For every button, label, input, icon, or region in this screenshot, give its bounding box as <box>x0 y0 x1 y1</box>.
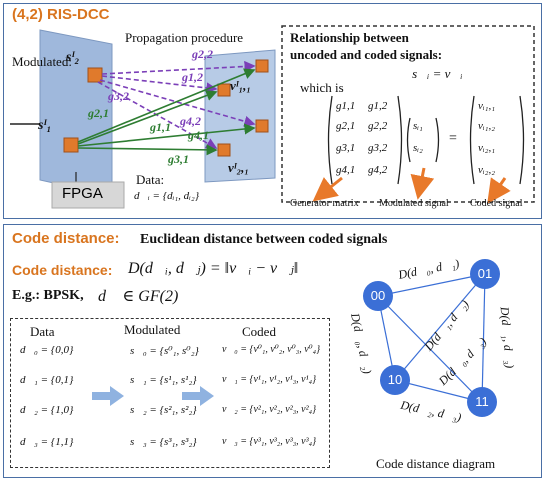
matrix-g-22: g2,2 <box>368 120 388 132</box>
v11-label: vᴵ₁,₁ <box>230 78 251 93</box>
caption-coded: Coded signal <box>470 198 523 209</box>
data-value: d⃗ᵢ = {dᵢ₁, dᵢ₂} <box>134 190 200 202</box>
caption-modulated: Modulated signal <box>379 198 449 209</box>
relation-title-1: Relationship between <box>290 30 409 45</box>
arrow-data-to-modulated <box>92 386 124 406</box>
node-10-label: 10 <box>387 372 403 387</box>
matrix-g-11: g1,1 <box>336 100 356 112</box>
row-3-coded: v⃗₃ = {v³₁, v³₂, v³₃, v³₄} <box>222 436 317 447</box>
fpga-label: FPGA <box>62 185 103 202</box>
gain-g42: g4,2 <box>180 114 201 128</box>
matrix-g-41: g4,1 <box>336 164 356 176</box>
edge-00-11 <box>377 295 483 403</box>
node-01 <box>470 259 500 289</box>
data-label: Data: <box>136 172 165 187</box>
row-3-data: d⃗₃ = {1,1} <box>20 436 74 448</box>
col-data: Data <box>30 324 55 339</box>
row-2-coded: v⃗₂ = {v²₁, v²₂, v²₃, v²₄} <box>222 404 317 415</box>
bottom-panel <box>3 224 542 478</box>
edge-00-01 <box>377 273 486 297</box>
diagram-caption: Code distance diagram <box>376 456 496 471</box>
cd-label: Code distance: <box>12 262 113 278</box>
eg-formula: d⃗ ∈ GF(2) <box>98 288 179 305</box>
gain-g31: g3,1 <box>168 152 189 166</box>
code-distance-subtitle: Euclidean distance between coded signals <box>140 232 388 247</box>
gain-g22: g2,2 <box>192 47 213 61</box>
gain-g32: g3,2 <box>108 89 129 103</box>
gain-g21: g2,1 <box>88 106 109 120</box>
relation-equation: 𝔾s⃗ᵢ = v⃗ᵢ <box>402 66 463 81</box>
top-title: (4,2) RIS-DCC <box>12 6 110 23</box>
arrow-modulated-to-coded <box>182 386 214 406</box>
node-00-label: 00 <box>370 288 386 303</box>
element-s1 <box>63 137 79 153</box>
row-0-data: d⃗₀ = {0,0} <box>20 344 74 356</box>
row-2-data: d⃗₂ = {1,0} <box>20 404 74 416</box>
node-01-label: 01 <box>477 266 493 281</box>
s1-label: sᴵ₁ <box>38 118 52 133</box>
propagation-label: Propagation procedure <box>125 30 244 45</box>
eg-label: E.g.: BPSK, <box>12 288 84 303</box>
edge-01-11 <box>481 273 486 403</box>
equals-sign: = <box>449 131 457 146</box>
node-11 <box>467 387 497 417</box>
s2-label: sᴵ₂ <box>66 50 80 65</box>
cd-formula: D(d⃗ᵢ, d⃗ⱼ) = ‖v⃗ᵢ − v⃗ⱼ‖ <box>128 260 299 277</box>
caption-generator: Generator matrix <box>290 198 359 209</box>
matrix-g-32: g3,2 <box>368 142 388 154</box>
matrix-v-11: vᵢ₁,₁ <box>478 100 496 112</box>
edge-01-10 <box>394 273 486 381</box>
fpga-box <box>51 181 125 209</box>
element-s2 <box>87 67 103 83</box>
matrix-g-42: g4,2 <box>368 164 388 176</box>
gain-g11: g1,1 <box>150 120 171 134</box>
node-11-label: 11 <box>475 394 489 409</box>
row-1-data: d⃗₁ = {0,1} <box>20 374 74 386</box>
matrix-s-2: sᵢ₂ <box>413 142 423 154</box>
relation-box <box>281 25 535 203</box>
mapping-box <box>10 318 330 468</box>
row-1-mod: s⃗₁ = {s¹₁, s¹₂} <box>130 374 197 386</box>
matrix-s-1: sᵢ₁ <box>413 120 423 132</box>
gain-g12: g1,2 <box>182 70 203 84</box>
col-modulated: Modulated <box>124 322 181 337</box>
row-0-coded: v⃗₀ = {v⁰₁, v⁰₂, v⁰₃, v⁰₄} <box>222 344 321 355</box>
relation-title-2: uncoded and coded signals: <box>290 47 443 62</box>
matrix-g-12: g1,2 <box>368 100 388 112</box>
v21-label: vᴵ₂,₁ <box>228 160 249 175</box>
matrix-g-31: g3,1 <box>336 142 356 154</box>
matrix-v-12: vᵢ₁,₂ <box>478 120 496 132</box>
node-00 <box>363 281 393 311</box>
col-coded: Coded <box>242 324 276 339</box>
modulated-label: Modulated: <box>12 54 72 69</box>
matrix-v-21: vᵢ₂,₁ <box>478 142 496 154</box>
row-0-mod: s⃗₀ = {s⁰₁, s⁰₂} <box>130 345 199 357</box>
code-distance-title: Code distance: <box>12 230 120 247</box>
row-3-mod: s⃗₃ = {s³₁, s³₂} <box>130 436 197 448</box>
gain-g41: g4,1 <box>188 128 209 142</box>
matrix-v-22: vᵢ₂,₂ <box>478 164 496 176</box>
row-1-coded: v⃗₁ = {v¹₁, v¹₂, v¹₃, v¹₄} <box>222 374 317 385</box>
which-is-label: which is <box>300 80 344 95</box>
matrix-g-21: g2,1 <box>336 120 356 132</box>
node-10 <box>380 365 410 395</box>
row-2-mod: s⃗₂ = {s²₁, s²₂} <box>130 404 197 416</box>
